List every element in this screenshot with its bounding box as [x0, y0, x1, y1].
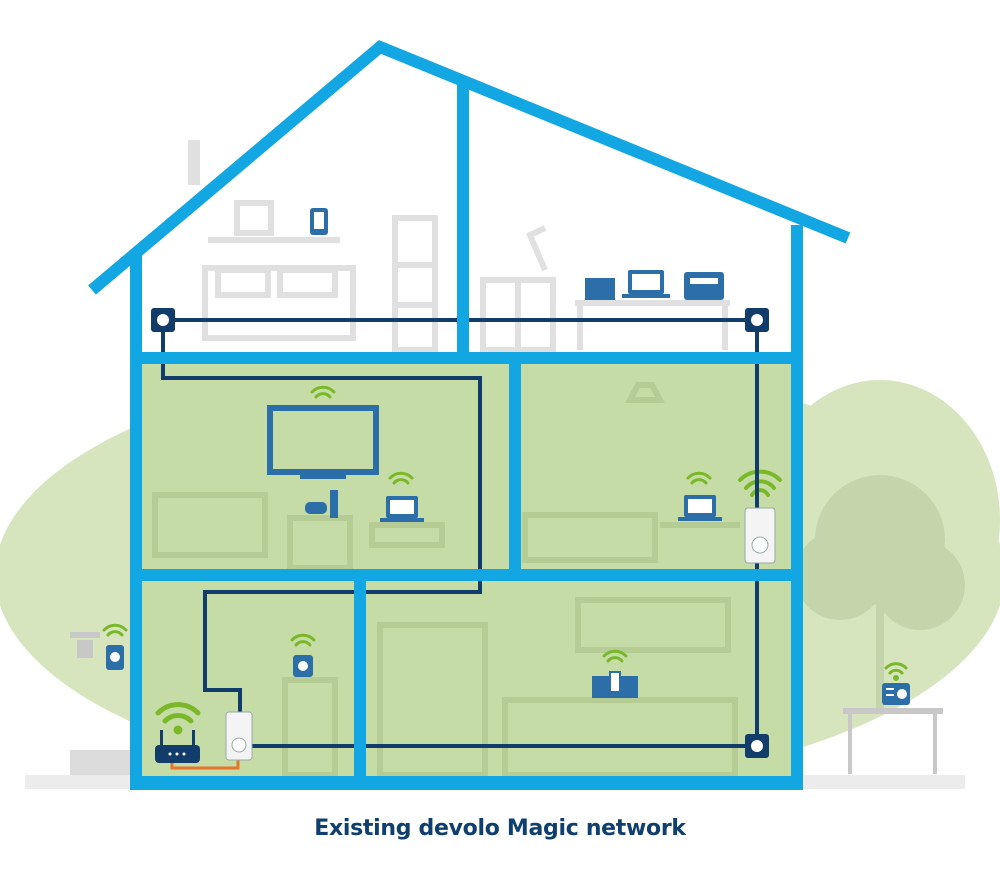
wifi-icons — [155, 385, 782, 735]
phone-base-icon — [585, 278, 615, 300]
attic-furniture — [188, 140, 730, 353]
wifi-icon — [686, 471, 712, 485]
tree-icon — [795, 475, 965, 710]
tv-icon — [267, 405, 379, 479]
wifi-icon — [884, 662, 908, 681]
house-frame — [88, 40, 851, 790]
wall-outlet-icon — [745, 734, 769, 758]
radio-icon — [592, 671, 638, 698]
laptop-icon — [622, 270, 670, 298]
wifi-icon — [602, 649, 628, 663]
wifi-icon — [388, 471, 414, 485]
printer-icon — [684, 272, 724, 300]
caption: Existing devolo Magic network — [314, 816, 686, 841]
ethernet-cable — [170, 758, 240, 770]
steps — [70, 750, 135, 775]
laptop-icon — [678, 495, 722, 521]
radio-icon — [882, 683, 910, 705]
garden-table — [843, 708, 943, 774]
wifi-icon — [310, 385, 336, 399]
wall-outlet-icon — [745, 308, 769, 332]
powerline-adapter-icon — [225, 711, 253, 761]
wifi-icon — [102, 623, 128, 637]
router-icon — [155, 730, 200, 763]
outdoor-lamp — [70, 632, 100, 658]
living-room-furniture — [152, 382, 740, 778]
wall-outlet-icon — [151, 308, 175, 332]
tablet-icon — [310, 208, 328, 235]
laptop-icon — [380, 496, 424, 522]
wifi-icon — [290, 633, 316, 647]
speaker-icon — [106, 645, 124, 670]
game-console-icon — [305, 490, 338, 518]
powerline-adapter-icon — [744, 507, 776, 564]
wifi-icon — [155, 702, 201, 735]
wifi-icon — [738, 469, 782, 497]
speaker-icon — [293, 655, 313, 677]
